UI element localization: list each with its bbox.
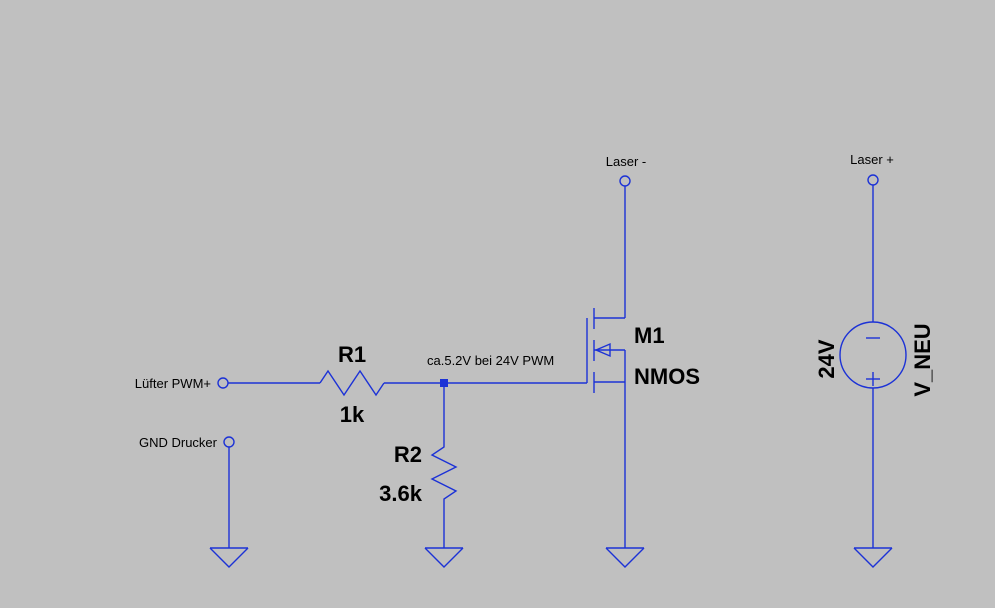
node-note-label: ca.5.2V bei 24V PWM	[427, 353, 554, 368]
r2-value: 3.6k	[379, 481, 423, 506]
laser-plus-label: Laser +	[850, 152, 894, 167]
r1-name: R1	[338, 342, 366, 367]
gnd-printer-label: GND Drucker	[139, 435, 218, 450]
gnd-printer-port[interactable]	[223, 436, 235, 448]
m1-value: NMOS	[634, 364, 700, 389]
ground-symbol-3	[605, 547, 645, 568]
ground-symbol-4	[853, 547, 893, 568]
laser-minus-port[interactable]	[619, 175, 631, 187]
voltage-source-v-neu[interactable]	[839, 321, 907, 389]
resistor-r2[interactable]	[430, 440, 458, 507]
vsource-value: 24V	[814, 339, 839, 378]
m1-name: M1	[634, 323, 665, 348]
vsource-name: V_NEU	[910, 323, 935, 396]
laser-minus-label: Laser -	[606, 154, 646, 169]
r2-name: R2	[394, 442, 422, 467]
resistor-r1[interactable]	[319, 369, 385, 397]
ground-symbol-1	[209, 547, 249, 568]
r1-value: 1k	[340, 402, 365, 427]
pwm-input-port[interactable]	[217, 377, 229, 389]
ground-symbol-2	[424, 547, 464, 568]
laser-plus-port[interactable]	[867, 174, 879, 186]
nmos-m1[interactable]	[586, 308, 626, 393]
pwm-input-label: Lüfter PWM+	[135, 376, 211, 391]
